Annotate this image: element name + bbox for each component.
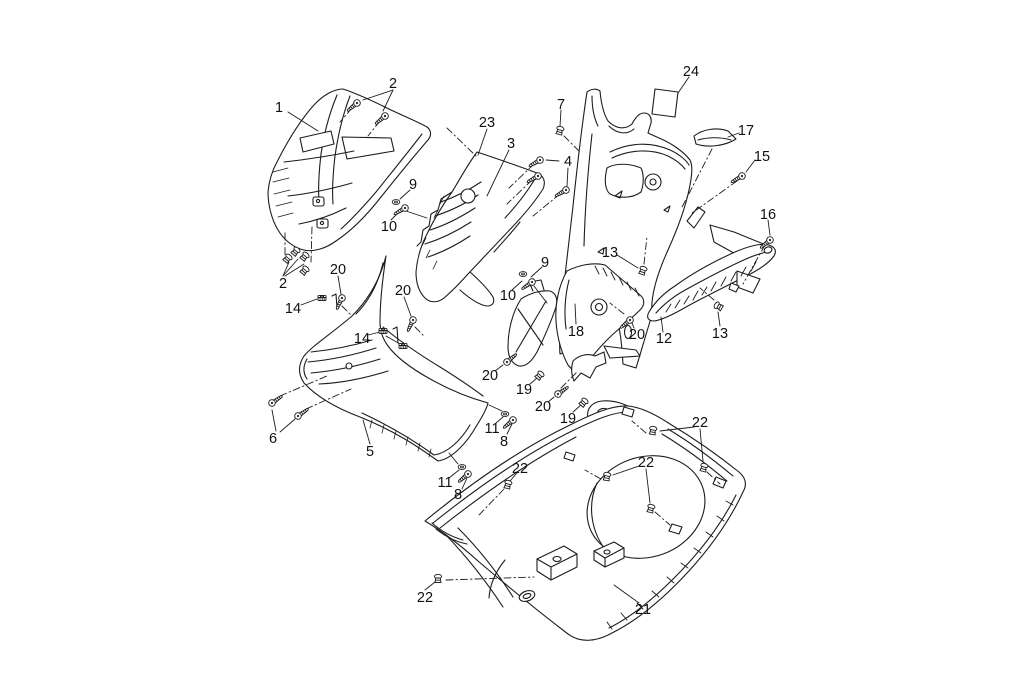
scoop-hatching [421, 195, 445, 270]
part-5-hatching [369, 419, 432, 458]
callout-14b: 14 [354, 331, 370, 347]
callout-18: 18 [568, 324, 584, 340]
screw-icon [455, 468, 474, 486]
callout-17: 17 [738, 123, 754, 139]
callout-19b: 19 [560, 411, 576, 427]
clip-icon [298, 264, 311, 277]
callout-20b: 20 [395, 283, 411, 299]
callout-22c: 22 [638, 455, 654, 471]
washer-icon [391, 199, 401, 205]
part-12-vent-hatching [665, 261, 757, 313]
callout-11b: 11 [437, 475, 452, 491]
clip-icon [281, 252, 294, 265]
callout-20e: 20 [535, 399, 551, 415]
part-3-air-scoop [415, 151, 545, 307]
inner-bracket-left [507, 279, 558, 367]
part-18-hatching [594, 265, 640, 297]
part-21-floor-panel [424, 405, 746, 641]
callout-5: 5 [366, 444, 374, 460]
part-21-hatching [606, 500, 734, 630]
callout-3: 3 [507, 136, 515, 152]
callout-20c: 20 [629, 327, 645, 343]
leg-shield-panel [559, 88, 693, 369]
callout-8b: 8 [454, 487, 462, 503]
callout-22d: 22 [417, 590, 433, 606]
screw-icon [519, 276, 538, 293]
washer-icon [518, 271, 528, 277]
screw-icon [266, 392, 285, 409]
clip-icon [433, 573, 443, 584]
callout-21: 21 [635, 602, 651, 618]
callout-6: 6 [269, 431, 277, 447]
callout-labels: 1 2 2 23 3 4 7 24 17 15 16 9 10 9 10 13 … [269, 64, 776, 618]
callout-20d: 20 [482, 368, 498, 384]
callout-13a: 13 [602, 245, 618, 261]
callout-12: 12 [656, 331, 672, 347]
part-12-lower-side-cowl [647, 206, 776, 322]
screw-icon [526, 154, 546, 170]
screw-icon [391, 202, 411, 218]
callout-2b: 2 [279, 276, 287, 292]
screw-icon [728, 170, 748, 186]
part-17-trim-strip [693, 128, 737, 147]
screw-icon [292, 405, 311, 422]
callout-2a: 2 [389, 76, 397, 92]
callout-9b: 9 [541, 255, 549, 271]
clip-icon [298, 250, 311, 263]
part-5-lower-side-cowl [298, 255, 489, 462]
callout-9a: 9 [409, 177, 417, 193]
screw-icon [404, 315, 418, 334]
clip-icon [712, 300, 725, 312]
callout-8a: 8 [500, 434, 508, 450]
callout-7: 7 [557, 97, 565, 113]
callout-10b: 10 [500, 288, 516, 304]
callout-23: 23 [479, 115, 495, 131]
callout-leader-lines [271, 76, 771, 604]
callout-22b: 22 [692, 415, 708, 431]
callout-24: 24 [683, 64, 699, 80]
washer-icon [500, 411, 510, 417]
callout-22a: 22 [512, 461, 528, 477]
callout-10a: 10 [381, 219, 397, 235]
part-18-inner-panel [555, 263, 645, 382]
clip-icon [554, 125, 565, 136]
nut-icon [317, 294, 327, 302]
callout-19a: 19 [516, 382, 532, 398]
callout-4: 4 [564, 154, 572, 170]
callout-16: 16 [760, 207, 776, 223]
callout-14a: 14 [285, 301, 301, 317]
callout-20a: 20 [330, 262, 346, 278]
washer-icon [457, 464, 467, 470]
part-1-hatching [272, 167, 294, 218]
part-24-emblem-label [651, 88, 679, 118]
part-1-front-cowl [267, 88, 432, 252]
nut-icon [398, 342, 408, 350]
callout-1: 1 [275, 100, 283, 116]
screw-icon [552, 383, 571, 400]
callout-11a: 11 [484, 421, 499, 437]
callout-13b: 13 [712, 326, 728, 342]
nut-icon [378, 327, 388, 335]
callout-15: 15 [754, 149, 770, 165]
